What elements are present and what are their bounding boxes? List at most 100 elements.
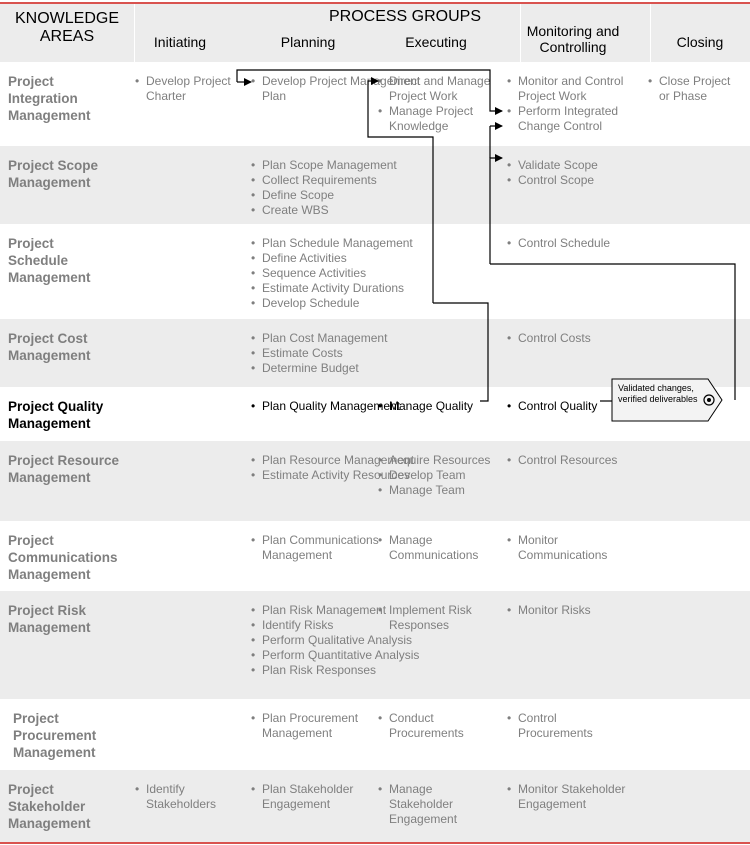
process-item: Monitor and Control Project Work [507, 74, 632, 104]
knowledge-area-name-line: Communications [8, 550, 118, 565]
knowledge-area-name-line: Project Quality [8, 399, 104, 414]
process-item: Estimate Activity Resources [251, 468, 421, 483]
col-planning-line: Planning [280, 34, 336, 50]
knowledge-area-name-line: Stakeholder [8, 799, 86, 814]
process-list-executing: Acquire ResourcesDevelop TeamManage Team [378, 453, 498, 498]
process-item: Develop Project Charter [135, 74, 245, 104]
process-item: Monitor Stakeholder Engagement [507, 782, 632, 812]
process-item: Plan Scope Management [251, 158, 421, 173]
process-list-initiating: Identify Stakeholders [135, 782, 245, 812]
process-item: Determine Budget [251, 361, 421, 376]
process-list-planning: Plan Stakeholder Engagement [251, 782, 421, 812]
col-executing: Executing [396, 34, 476, 50]
col-monitoring-line: Monitoring and [526, 23, 620, 39]
knowledge-area-name-line: Project Cost [8, 331, 88, 346]
knowledge-area-name-line: Management [8, 348, 91, 363]
col-planning: Planning [268, 34, 348, 50]
tag-hole-inner-icon [707, 398, 711, 402]
process-item: Manage Communications [378, 533, 498, 563]
process-item: Manage Team [378, 483, 498, 498]
bottom-rule [0, 842, 750, 844]
process-item: Estimate Costs [251, 346, 421, 361]
knowledge-area-name-line: Project [13, 711, 59, 726]
process-item: Validate Scope [507, 158, 632, 173]
process-item: Create WBS [251, 203, 421, 218]
process-item: Implement Risk Responses [378, 603, 498, 633]
flow-arrow-to-change-control [490, 263, 736, 400]
process-item: Plan Communications Management [251, 533, 421, 563]
process-list-executing: Manage Quality [378, 399, 498, 414]
knowledge-areas-header-line: AREAS [39, 28, 95, 45]
knowledge-area-name-line: Management [8, 816, 91, 831]
process-item: Control Procurements [507, 711, 632, 741]
knowledge-area-name-line: Project Resource [8, 453, 120, 468]
process-list-monitoring: Control Procurements [507, 711, 632, 741]
flow-arrow-direct-to-monitor [489, 98, 503, 115]
deliverables-tag-shape [611, 378, 723, 422]
process-item: Plan Schedule Management [251, 236, 421, 251]
process-item: Sequence Activities [251, 266, 421, 281]
process-list-planning: Plan Quality Management [251, 399, 421, 414]
process-item: Close Project or Phase [648, 74, 743, 104]
process-item: Conduct Procurements [378, 711, 498, 741]
col-closing: Closing [665, 34, 735, 50]
process-item: Identify Stakeholders [135, 782, 245, 812]
knowledge-area-name-line: Management [8, 108, 91, 123]
knowledge-area-name-line: Project Scope [8, 158, 99, 173]
header-divider [650, 4, 651, 62]
process-list-monitoring: Monitor Communications [507, 533, 632, 563]
process-list-planning: Plan Procurement Management [251, 711, 421, 741]
process-list-initiating: Develop Project Charter [135, 74, 245, 104]
process-list-planning: Plan Communications Management [251, 533, 421, 563]
process-item: Plan Resource Management [251, 453, 421, 468]
knowledge-areas-header-line: KNOWLEDGE [14, 10, 119, 27]
process-item: Direct and Manage Project Work [378, 74, 498, 104]
process-list-planning: Plan Cost ManagementEstimate CostsDeterm… [251, 331, 421, 376]
process-item: Perform Integrated Change Control [507, 104, 632, 134]
process-item: Plan Stakeholder Engagement [251, 782, 421, 812]
process-item: Control Resources [507, 453, 632, 468]
tag-hole-icon [703, 394, 715, 406]
process-item: Control Scope [507, 173, 632, 188]
knowledge-area-name-line: Management [8, 620, 91, 635]
knowledge-area-name-line: Management [8, 567, 91, 582]
process-item: Plan Quality Management [251, 399, 421, 414]
process-item: Identify Risks [251, 618, 421, 633]
process-list-executing: Manage Stakeholder Engagement [378, 782, 498, 827]
knowledge-area-name-line: Project [8, 782, 54, 797]
process-list-monitoring: Monitor Risks [507, 603, 632, 618]
process-list-monitoring: Monitor and Control Project WorkPerform … [507, 74, 632, 134]
process-item: Control Costs [507, 331, 632, 346]
process-item: Manage Stakeholder Engagement [378, 782, 498, 827]
process-list-executing: Direct and Manage Project WorkManage Pro… [378, 74, 498, 134]
process-item: Manage Project Knowledge [378, 104, 498, 134]
flow-line-quality [433, 302, 489, 402]
col-initiating-line: Initiating [153, 34, 207, 50]
knowledge-area-name-line: Project Risk [8, 603, 87, 618]
flow-arrow-to-validate-scope [489, 154, 503, 264]
knowledge-area-name-line: Schedule [8, 253, 69, 268]
process-list-closing: Close Project or Phase [648, 74, 743, 104]
process-list-monitoring: Validate ScopeControl Scope [507, 158, 632, 188]
process-item: Acquire Resources [378, 453, 498, 468]
flow-arrow-charter-to-plan [236, 69, 491, 98]
process-list-monitoring: Monitor Stakeholder Engagement [507, 782, 632, 812]
process-list-planning: Plan Scope ManagementCollect Requirement… [251, 158, 421, 218]
col-initiating: Initiating [140, 34, 220, 50]
process-groups-header: PROCESS GROUPS [328, 8, 482, 25]
knowledge-areas-header: KNOWLEDGE AREAS [0, 10, 134, 46]
process-list-executing: Conduct Procurements [378, 711, 498, 741]
header-divider [134, 4, 135, 62]
knowledge-area-name-line: Project [8, 74, 54, 89]
knowledge-area-name-line: Management [8, 175, 91, 190]
process-item: Monitor Communications [507, 533, 632, 563]
process-item: Estimate Activity Durations [251, 281, 421, 296]
